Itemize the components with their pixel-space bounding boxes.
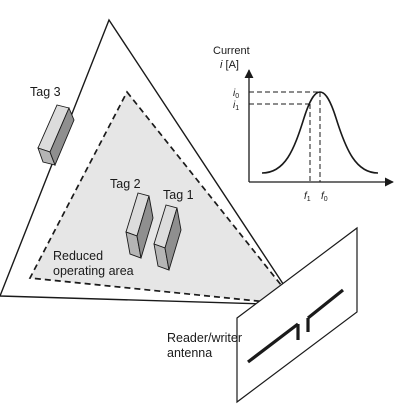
tag-1 bbox=[153, 204, 182, 271]
x-tick-f1: f1 bbox=[304, 191, 311, 203]
tag-3 bbox=[37, 104, 75, 167]
antenna-panel bbox=[236, 226, 358, 404]
tag-3-label: Tag 3 bbox=[30, 85, 61, 99]
y-axis-title: Current bbox=[213, 45, 250, 57]
area-label-line2: operating area bbox=[53, 264, 134, 278]
antenna-label-line1: Reader/writer bbox=[167, 331, 242, 345]
y-tick-i1: i1 bbox=[233, 100, 239, 112]
tag-2 bbox=[125, 192, 154, 259]
y-axis-unit-label: i [A] bbox=[220, 59, 239, 71]
tag-1-label: Tag 1 bbox=[163, 188, 194, 202]
area-label-line1: Reduced bbox=[53, 249, 103, 263]
reduced-area-triangle bbox=[28, 90, 299, 307]
tag-2-label: Tag 2 bbox=[110, 177, 141, 191]
resonance-chart: Current i [A] i0 i1 f1 f0 bbox=[213, 45, 394, 203]
antenna-label-line2: antenna bbox=[167, 346, 212, 360]
x-tick-f0: f0 bbox=[321, 191, 328, 203]
y-tick-i0: i0 bbox=[233, 88, 239, 100]
